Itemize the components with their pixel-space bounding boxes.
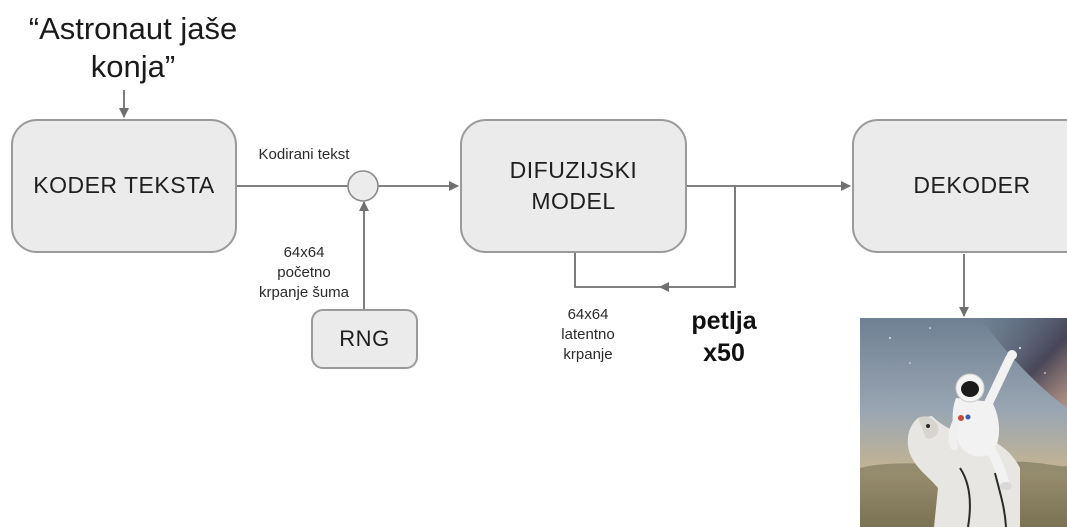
loop-line	[659, 186, 736, 292]
text-encoder-node: KODER TEKSTA	[11, 119, 237, 253]
astronaut-riding-horse-image	[860, 318, 1067, 527]
diffusion-model-node: DIFUZIJSKI MODEL	[460, 119, 687, 253]
combine-joint	[347, 170, 379, 202]
latent-patch-label: 64x64 latentno krpanje	[561, 306, 615, 363]
initial-noise-label: 64x64 početno krpanje šuma	[258, 244, 350, 301]
loop-count-label: petlja x50	[691, 307, 757, 367]
decoder-node: DEKODER	[852, 119, 1067, 253]
rng-label: RNG	[339, 326, 390, 352]
text-encoder-label: KODER TEKSTA	[33, 172, 215, 199]
prompt-text: “Astronaut jaše konja”	[28, 11, 238, 84]
diffusion-model-label: DIFUZIJSKI MODEL	[509, 156, 638, 214]
loop-return-line	[574, 253, 660, 288]
decoder-label: DEKODER	[913, 172, 1031, 199]
output-image-illustration	[860, 318, 1067, 527]
encoded-text-label: Kodirani tekst	[258, 146, 350, 163]
rng-node: RNG	[311, 309, 418, 369]
